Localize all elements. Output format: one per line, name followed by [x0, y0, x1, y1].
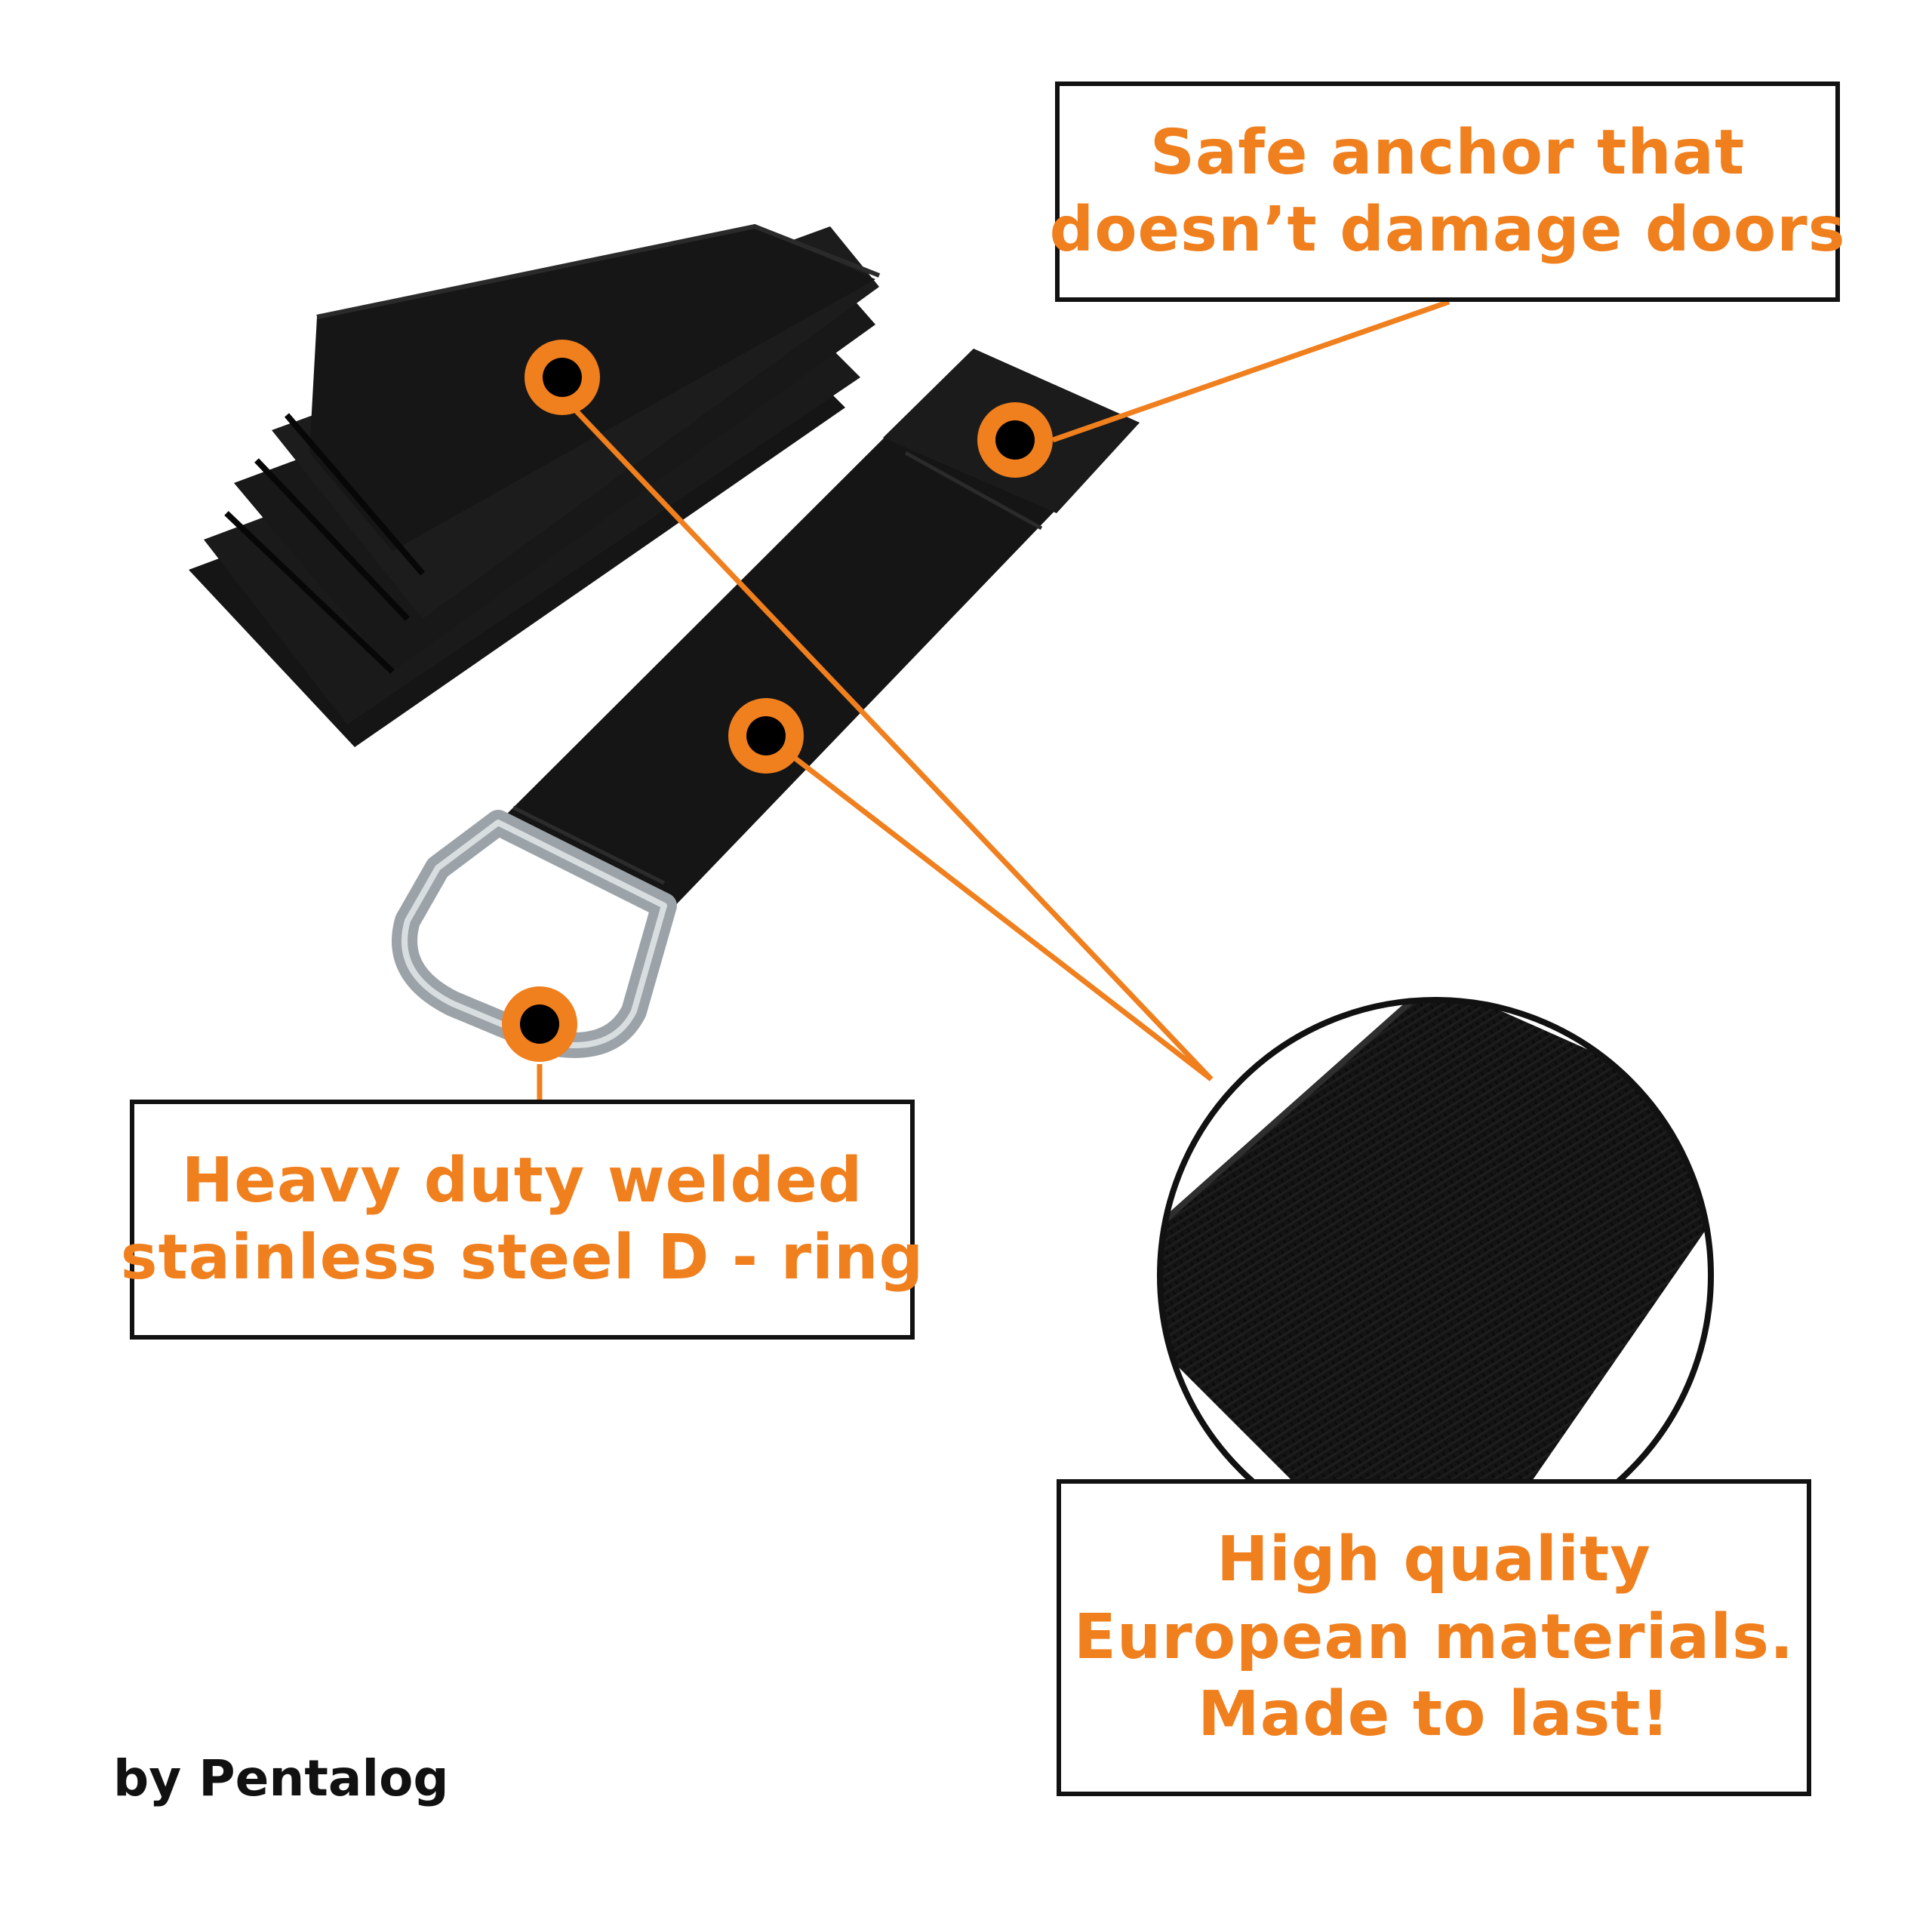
callout-anchor-line-1: Safe anchor that — [1149, 116, 1746, 189]
callout-door-anchor: Safe anchor that doesn’t damage doors — [1050, 82, 1845, 302]
fabric-zoom-circle — [1157, 997, 1714, 1554]
orange-ring-dot-icon — [525, 340, 600, 415]
orange-ring-dot-icon — [977, 402, 1053, 478]
brand-label: by Pentalog — [113, 1749, 449, 1807]
callout-quality-line-3: Made to last! — [1198, 1678, 1670, 1751]
d-ring — [392, 810, 677, 1058]
callout-materials: High quality European materials. Made to… — [1057, 1479, 1811, 1796]
callout-dring-line-2: stainless steel D - ring — [120, 1222, 924, 1294]
callout-anchor-line-2: doesn’t damage doors — [1049, 194, 1846, 266]
callout-dring-line-1: Heavy duty welded — [181, 1144, 863, 1217]
leader-lines — [537, 299, 1451, 1100]
callout-quality-line-1: High quality — [1217, 1524, 1651, 1596]
orange-ring-dot-icon — [502, 986, 577, 1062]
callout-quality-line-2: European materials. — [1073, 1601, 1795, 1673]
callout-d-ring: Heavy duty welded stainless steel D - ri… — [121, 1100, 923, 1340]
orange-ring-dot-icon — [728, 698, 804, 774]
